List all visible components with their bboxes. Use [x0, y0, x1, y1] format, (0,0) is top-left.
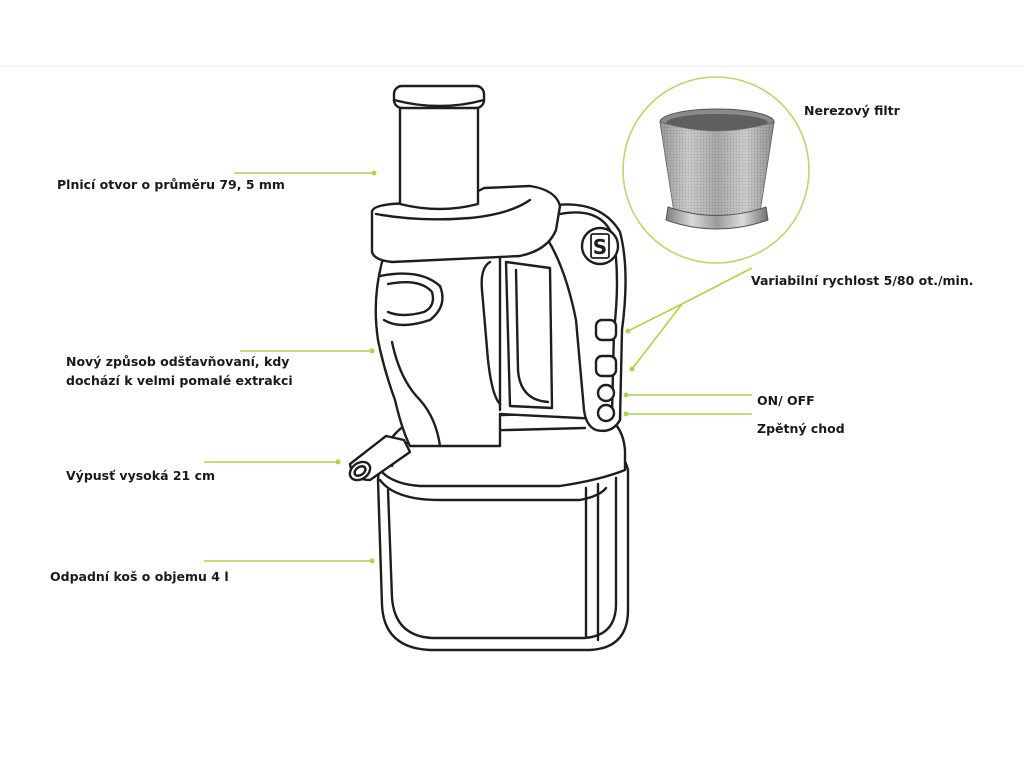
label-spout: Výpusť vysoká 21 cm: [66, 467, 215, 485]
filter-callout: [623, 77, 809, 263]
callout-line-speed-b: [632, 304, 682, 369]
onoff-button[interactable]: [598, 385, 614, 401]
reverse-button[interactable]: [598, 405, 614, 421]
label-method-line1: Nový způsob odšťavňovaní, kdy: [66, 353, 289, 371]
juicer-outline: S: [346, 86, 628, 650]
label-bin: Odpadní koš o objemu 4 l: [50, 568, 229, 586]
label-method-line2: dochází k velmi pomalé extrakci: [66, 372, 293, 390]
callout-line-speed-top: [682, 268, 752, 304]
feed-chute: [400, 104, 478, 209]
label-filter: Nerezový filtr: [804, 102, 900, 120]
label-reverse: Zpětný chod: [757, 420, 845, 438]
label-feed: Plnicí otvor o průměru 79, 5 mm: [57, 176, 285, 194]
label-speed: Variabilní rychlost 5/80 ot./min.: [751, 272, 973, 290]
stainless-filter-icon: [660, 109, 774, 229]
label-onoff: ON/ OFF: [757, 392, 815, 410]
svg-text:S: S: [593, 235, 607, 259]
speed-button-1[interactable]: [596, 320, 616, 340]
callout-line-speed-a: [628, 304, 682, 331]
feed-chute-cap: [394, 86, 484, 108]
speed-button-2[interactable]: [596, 356, 616, 376]
